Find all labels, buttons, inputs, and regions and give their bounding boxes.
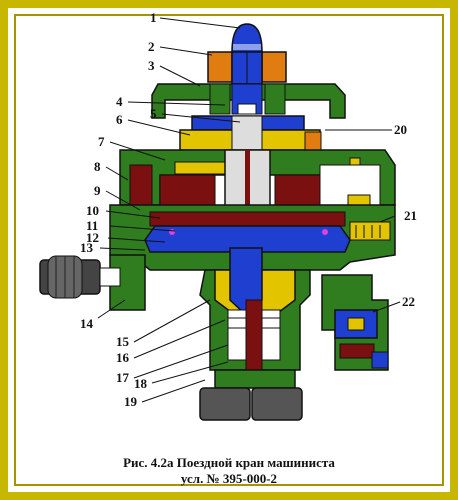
rotary-valve (179, 115, 322, 155)
side-outlet (39, 254, 146, 311)
callout-3: 3 (148, 58, 155, 73)
callout-11: 11 (86, 218, 98, 233)
callout-4: 4 (116, 94, 123, 109)
equalizing-piston (109, 204, 396, 271)
callout-6: 6 (116, 112, 123, 127)
top-cap (231, 23, 263, 53)
callout-17: 17 (116, 370, 130, 385)
callout-21: 21 (404, 208, 417, 223)
leader-lines (97, 17, 401, 403)
callout-10: 10 (86, 203, 99, 218)
callout-14: 14 (80, 316, 94, 331)
callout-1: 1 (150, 10, 157, 25)
callout-19: 19 (124, 394, 138, 409)
figure-caption-line2: усл. № 395-000-2 (180, 471, 278, 486)
figure-caption-line1: Рис. 4.2а Поездной кран машиниста (123, 455, 335, 470)
handle-nuts (207, 51, 287, 85)
upper-cover (151, 83, 346, 119)
callout-13: 13 (80, 240, 94, 255)
callout-16: 16 (116, 350, 130, 365)
callout-numbers: 1 2 3 4 5 6 7 8 9 10 11 12 13 14 15 16 1… (80, 10, 417, 409)
callout-18: 18 (134, 376, 148, 391)
detail-22 (321, 274, 389, 371)
callout-2: 2 (148, 39, 155, 54)
base-block (199, 387, 303, 421)
callout-12: 12 (86, 230, 99, 245)
callout-5: 5 (150, 106, 157, 121)
callout-7: 7 (98, 134, 105, 149)
callout-22: 22 (402, 294, 415, 309)
callout-15: 15 (116, 334, 130, 349)
callout-9: 9 (94, 183, 101, 198)
callout-20: 20 (394, 122, 407, 137)
callout-8: 8 (94, 159, 101, 174)
